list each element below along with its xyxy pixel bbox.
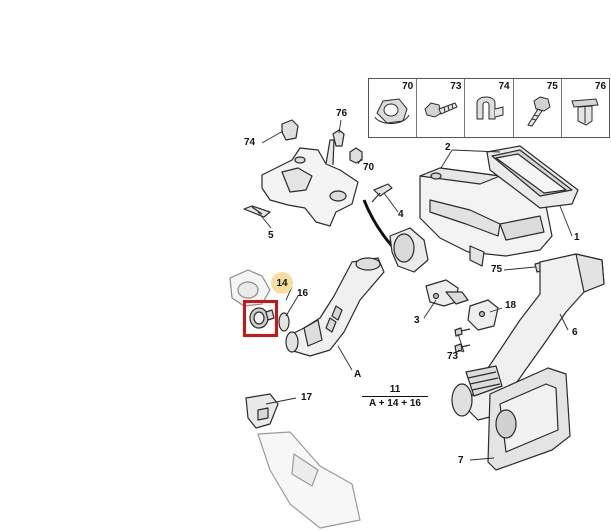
callout-17: 17 [301,392,313,403]
engine-bracket [261,139,359,227]
fastener-cell-73: 73 [417,79,466,137]
heat-shield-partial [257,431,361,529]
callout-14: 14 [276,277,288,289]
screws-73-parts [454,327,471,353]
fastener-number: 75 [546,81,558,92]
bracket-18-part [467,299,499,331]
callout-14-badge: 14 [271,272,293,294]
fastener-cell-76: 76 [562,79,609,137]
bolt-4-part [371,183,393,203]
seal-16-part [278,312,290,332]
flange-nut-icon [374,98,410,124]
callout-18: 18 [505,300,517,311]
callout-7: 7 [458,455,464,466]
fastener-cell-75: 75 [514,79,562,137]
clamp-14-part [249,307,275,329]
assembly-formula: 11 A + 14 + 16 [362,384,428,409]
intake-elbow [389,227,429,273]
leader-lines [257,119,573,461]
self-tapping-screw-icon [526,96,551,127]
callout-73: 73 [447,351,459,362]
callout-A: A [354,369,362,380]
air-intake-hose-a [285,257,385,357]
fastener-number: 76 [594,81,607,92]
part-14-highlight [243,300,278,337]
fastener-cell-70: 70 [369,79,418,137]
plate-7-part [487,367,571,471]
nut-70-part [349,147,363,164]
bracket-3-part [425,279,469,307]
clip-74-part [281,119,299,141]
air-duct-6 [451,253,605,421]
callout-6: 6 [572,327,578,338]
fastener-cell-74: 74 [465,79,514,137]
push-clip-icon [571,98,599,126]
callout-75: 75 [491,264,503,275]
fastener-legend: 70 73 74 75 76 [368,78,610,138]
callout-74: 74 [244,137,256,148]
air-filter-element [486,145,579,209]
callout-70: 70 [363,162,375,173]
callout-4: 4 [398,209,404,220]
cable-clip-icon [476,96,504,120]
callout-2: 2 [445,142,451,153]
fastener-number: 70 [402,81,414,92]
callout-5: 5 [268,230,274,241]
callout-1: 1 [574,232,580,243]
callout-16: 16 [297,288,309,299]
formula-assembly-number: 11 [362,384,428,397]
turbo-inlet [229,269,271,307]
cable-line [362,199,394,247]
stud-5-part [243,205,271,218]
fastener-number: 73 [450,81,462,92]
callout-76: 76 [336,108,348,119]
formula-components: A + 14 + 16 [369,398,421,409]
bracket-17-part [245,393,279,429]
screw-icon [424,102,458,118]
callout-3: 3 [414,315,420,326]
clip-76-part [332,129,345,147]
fastener-number: 74 [498,81,510,92]
